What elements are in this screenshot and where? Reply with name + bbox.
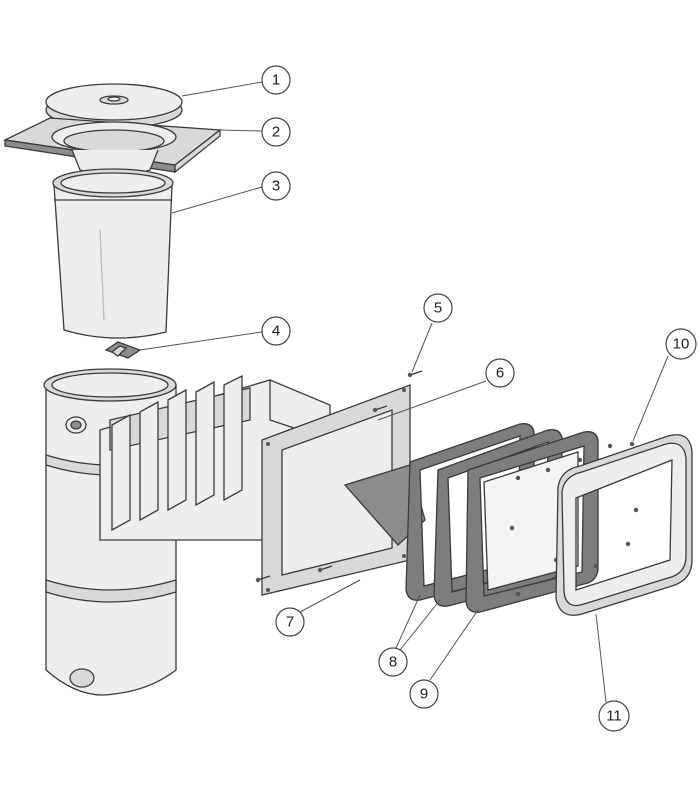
part-flap	[343, 464, 426, 546]
callout-9: 9	[409, 679, 439, 709]
callout-6: 6	[485, 358, 515, 388]
callout-8: 8	[378, 647, 408, 677]
part-lid	[45, 83, 183, 129]
svg-text:11: 11	[606, 708, 622, 725]
svg-text:6: 6	[496, 365, 504, 382]
part-inner-frame	[465, 431, 599, 613]
leader-lines	[139, 81, 669, 703]
svg-text:2: 2	[272, 124, 280, 141]
svg-text:4: 4	[272, 323, 280, 340]
svg-text:5: 5	[434, 300, 442, 317]
svg-text:10: 10	[673, 336, 690, 353]
svg-text:7: 7	[286, 614, 294, 631]
callouts: 1 2 3 4 5 6 7 8	[261, 65, 697, 732]
screws-set-5	[255, 370, 423, 583]
callout-11: 11	[598, 700, 630, 732]
callout-4: 4	[261, 316, 291, 346]
screws-set-10	[509, 441, 639, 597]
callout-1: 1	[261, 65, 291, 95]
callout-7: 7	[275, 607, 305, 637]
callout-2: 2	[261, 117, 291, 147]
part-flange	[2, 117, 222, 177]
svg-text:9: 9	[420, 686, 428, 703]
svg-text:8: 8	[389, 654, 397, 671]
part-cover-frame	[555, 434, 693, 616]
callout-3: 3	[261, 171, 291, 201]
callout-5: 5	[423, 293, 453, 323]
svg-text:1: 1	[272, 72, 280, 89]
part-clip	[104, 341, 142, 359]
callout-10: 10	[665, 328, 697, 360]
svg-text:3: 3	[272, 178, 280, 195]
body-ribs	[111, 374, 243, 532]
part-basket	[52, 168, 174, 339]
